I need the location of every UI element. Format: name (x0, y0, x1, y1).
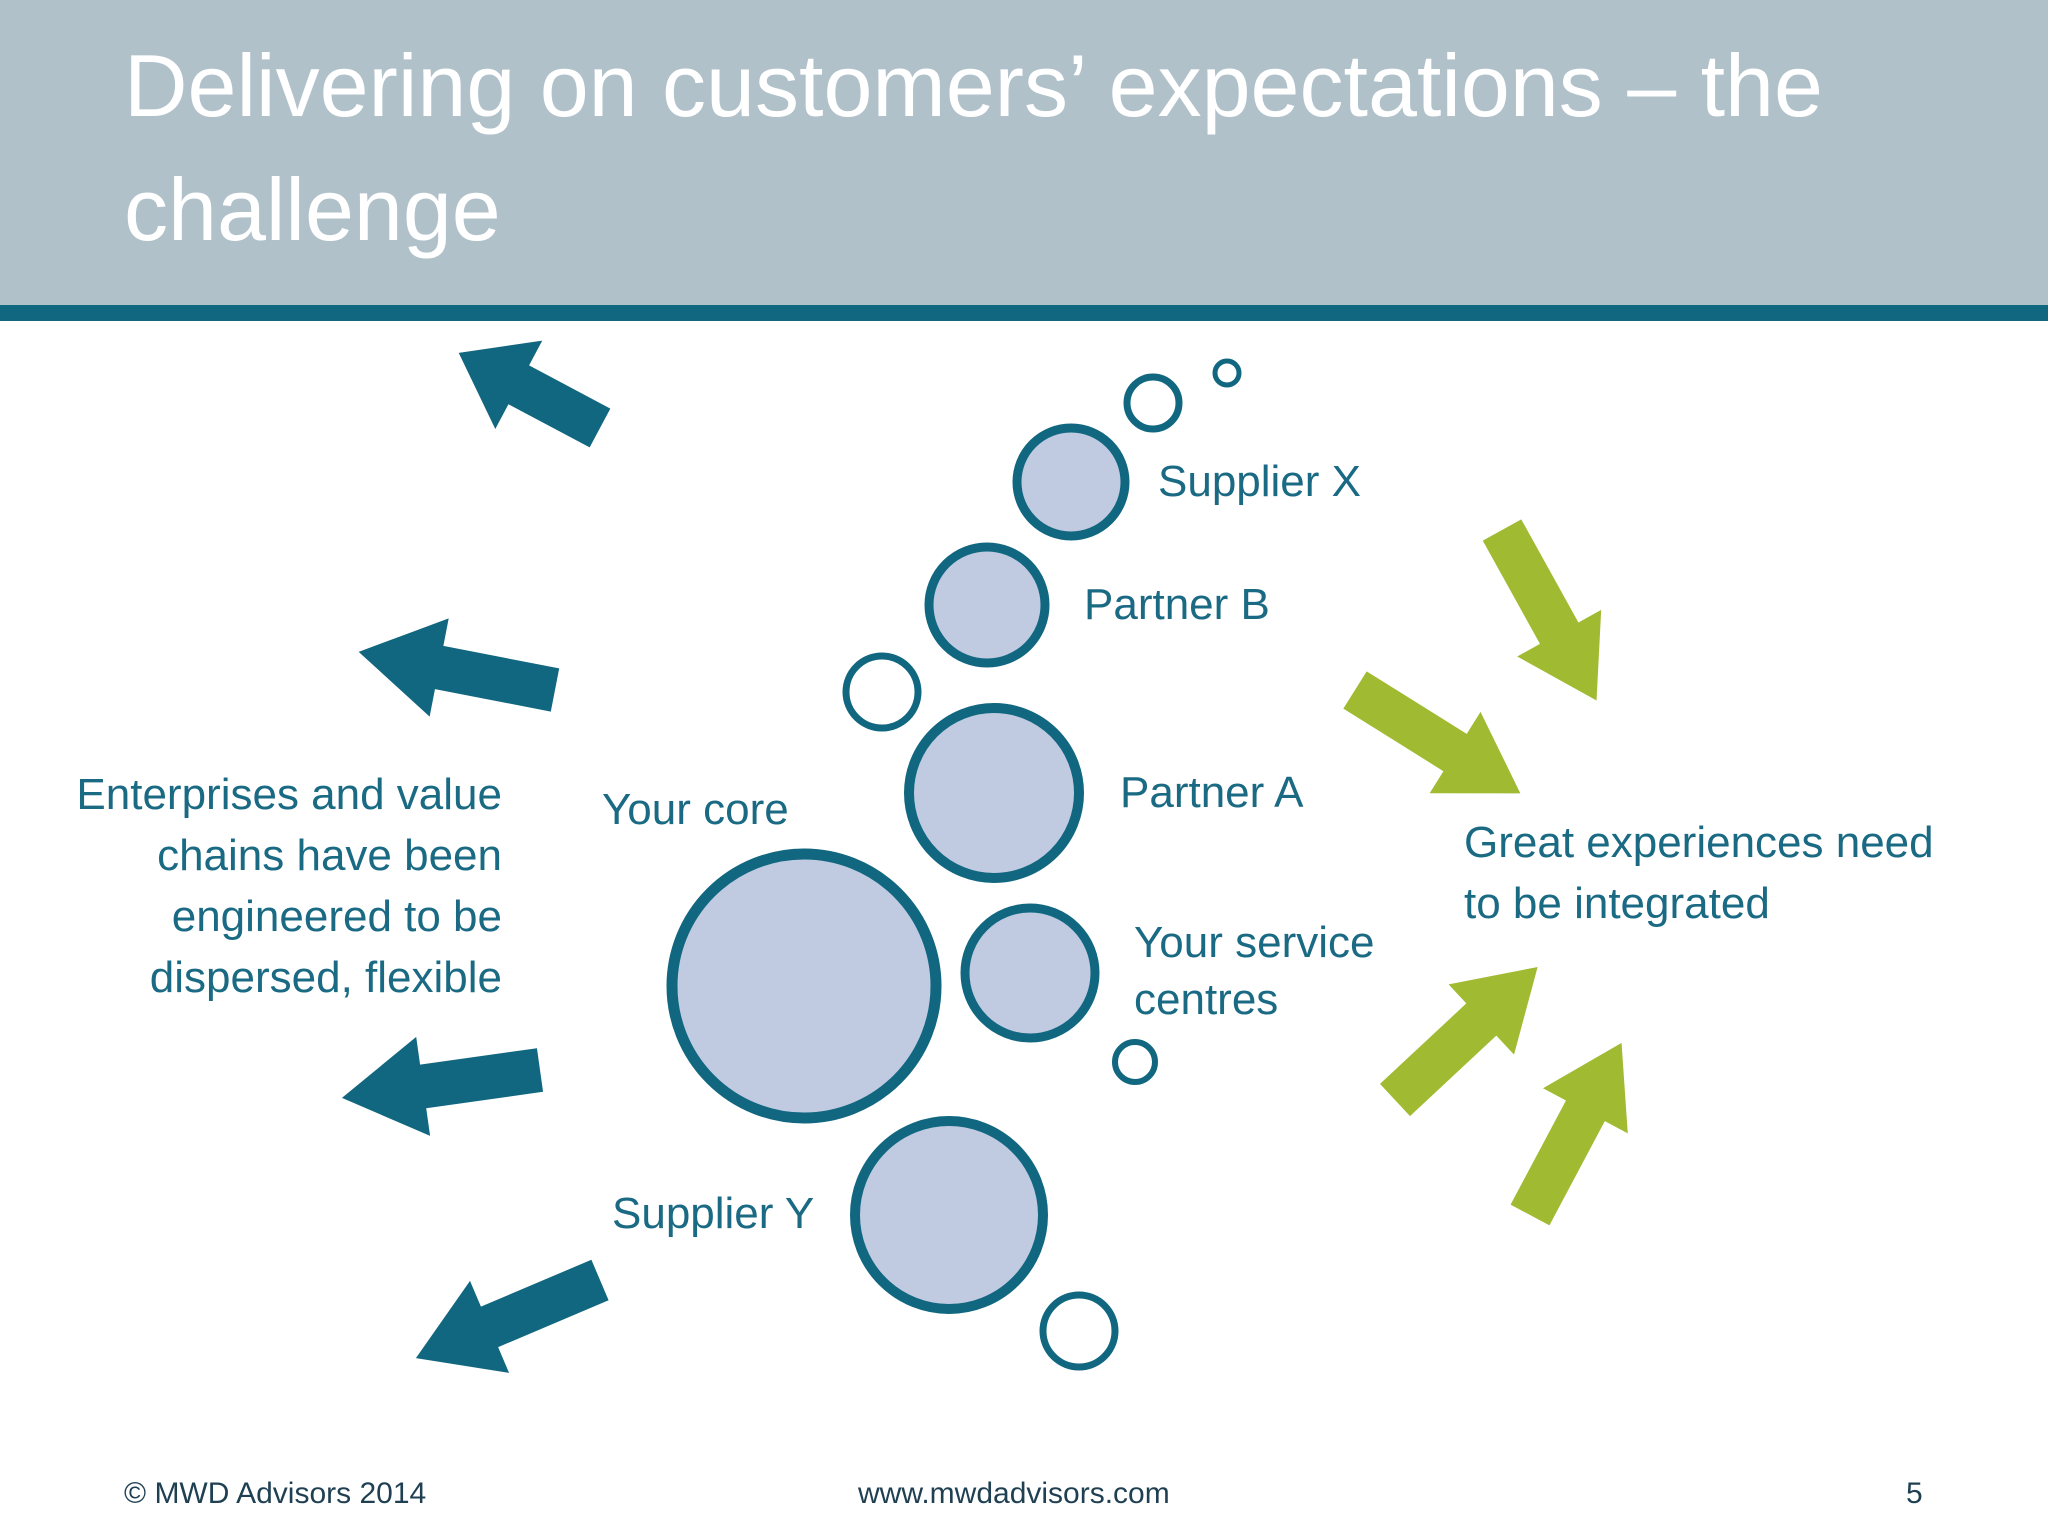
small-empty-bubble (1039, 1291, 1119, 1371)
service-centres-bubble (960, 903, 1100, 1043)
small-empty-bubble (1123, 373, 1183, 433)
outward-arrow (341, 1036, 544, 1136)
text-line: Great experiences need (1464, 818, 1934, 867)
integrated-experiences-text: Great experiences need to be integrated (1464, 812, 2024, 934)
your-core-label: Your core (602, 785, 789, 834)
service-centres-label-line: Your service (1134, 918, 1375, 967)
partner-a-bubble (904, 703, 1084, 883)
inward-arrow (1343, 671, 1521, 794)
service-centres-label: Your service centres (1134, 914, 1375, 1028)
inward-arrow (1510, 1042, 1628, 1226)
text-line: dispersed, flexible (149, 953, 502, 1002)
inward-arrow (1379, 967, 1538, 1117)
footer-website: www.mwdadvisors.com (858, 1477, 1170, 1510)
text-line: Enterprises and value (76, 770, 502, 819)
small-empty-bubble (1112, 1039, 1158, 1085)
text-line: chains have been (157, 831, 502, 880)
text-line: engineered to be (171, 892, 502, 941)
supplier-x-label: Supplier X (1158, 457, 1362, 506)
slide-title: Delivering on customers’ expectations – … (124, 36, 1823, 259)
outward-arrow (458, 340, 611, 448)
title-underline-bar (0, 305, 2048, 321)
supplier-y-label: Supplier Y (612, 1189, 815, 1238)
partner-b-label: Partner B (1084, 580, 1270, 629)
text-line: to be integrated (1464, 879, 1770, 928)
inward-arrow (1482, 519, 1602, 701)
small-empty-bubble (1212, 358, 1242, 388)
outward-arrow (358, 618, 560, 717)
footer-copyright: © MWD Advisors 2014 (124, 1477, 427, 1510)
service-centres-label-line: centres (1134, 975, 1279, 1024)
outward-arrow (415, 1259, 609, 1373)
supplier-y-bubble (850, 1116, 1048, 1314)
footer-page-number: 5 (1906, 1477, 1923, 1510)
small-empty-bubble (842, 652, 922, 732)
your-core-bubble (666, 848, 942, 1124)
partner-a-label: Partner A (1120, 768, 1304, 817)
dispersed-enterprises-text: Enterprises and value chains have been e… (40, 764, 502, 1008)
partner-b-bubble (924, 542, 1050, 668)
supplier-x-bubble (1012, 423, 1130, 541)
title-banner (0, 0, 2048, 305)
